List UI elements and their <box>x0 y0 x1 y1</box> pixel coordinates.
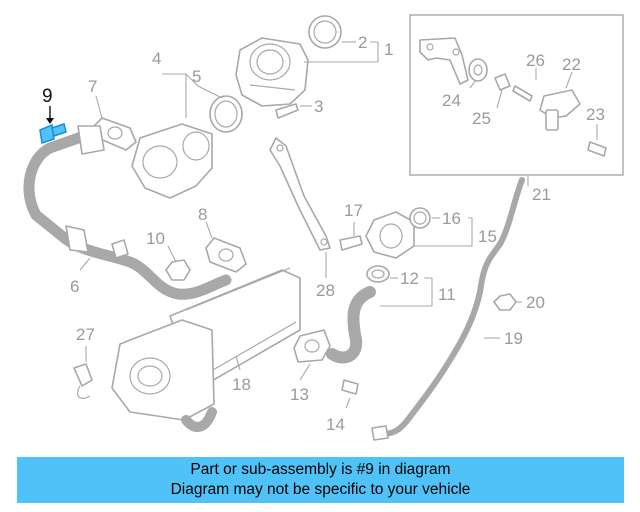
gasket-16 <box>409 207 431 229</box>
callout-13: 13 <box>290 385 309 404</box>
info-banner: Part or sub-assembly is #9 in diagram Di… <box>17 457 624 503</box>
callout-10: 10 <box>146 229 165 248</box>
callout-15: 15 <box>478 227 497 246</box>
callout-4: 4 <box>152 49 161 68</box>
banner-line-2: Diagram may not be specific to your vehi… <box>170 481 471 498</box>
callout-27: 27 <box>76 325 95 344</box>
housing-15 <box>365 211 415 259</box>
bolt-23 <box>587 141 607 157</box>
callout-16: 16 <box>442 209 461 228</box>
nut-10 <box>165 259 191 281</box>
callout-5: 5 <box>192 67 201 86</box>
nut-20 <box>493 293 517 311</box>
callout-2: 2 <box>358 33 367 52</box>
bolt-3 <box>275 103 299 119</box>
callout-23: 23 <box>586 105 605 124</box>
banner-line-1: Part or sub-assembly is #9 in diagram <box>190 461 451 478</box>
callout-9: 9 <box>42 86 53 107</box>
callout-26: 26 <box>526 51 545 70</box>
connector-27 <box>73 363 93 387</box>
callout-6: 6 <box>70 277 79 296</box>
callout-7: 7 <box>88 77 97 96</box>
bolt-26 <box>512 85 533 102</box>
callout-11: 11 <box>438 285 456 304</box>
callout-19: 19 <box>504 329 523 348</box>
callout-12: 12 <box>400 269 419 288</box>
callout-20: 20 <box>526 293 545 312</box>
callout-14: 14 <box>326 415 345 434</box>
grommet-24 <box>468 58 488 82</box>
callout-3: 3 <box>314 97 323 116</box>
callout-18: 18 <box>232 375 251 394</box>
gasket-8 <box>205 237 247 273</box>
tube-19 <box>377 289 483 437</box>
bolt-9-shank <box>51 123 67 137</box>
callout-28: 28 <box>316 281 335 300</box>
bolt-17 <box>339 235 363 251</box>
gasket-13 <box>293 329 331 363</box>
callout-17: 17 <box>344 201 363 220</box>
callout-21: 21 <box>532 185 551 204</box>
callout-24: 24 <box>442 91 461 110</box>
bracket-28 <box>269 137 331 251</box>
callout-1: 1 <box>384 40 393 59</box>
collar-25 <box>494 73 511 91</box>
callout-22: 22 <box>562 55 581 74</box>
callout-8: 8 <box>198 205 207 224</box>
bolt-9-highlight <box>39 123 55 144</box>
egr-housing-1 <box>235 37 309 107</box>
egr-valve-4 <box>131 123 213 199</box>
oring-12 <box>366 265 390 283</box>
bolt-14 <box>341 379 359 395</box>
callout-25: 25 <box>472 109 491 128</box>
